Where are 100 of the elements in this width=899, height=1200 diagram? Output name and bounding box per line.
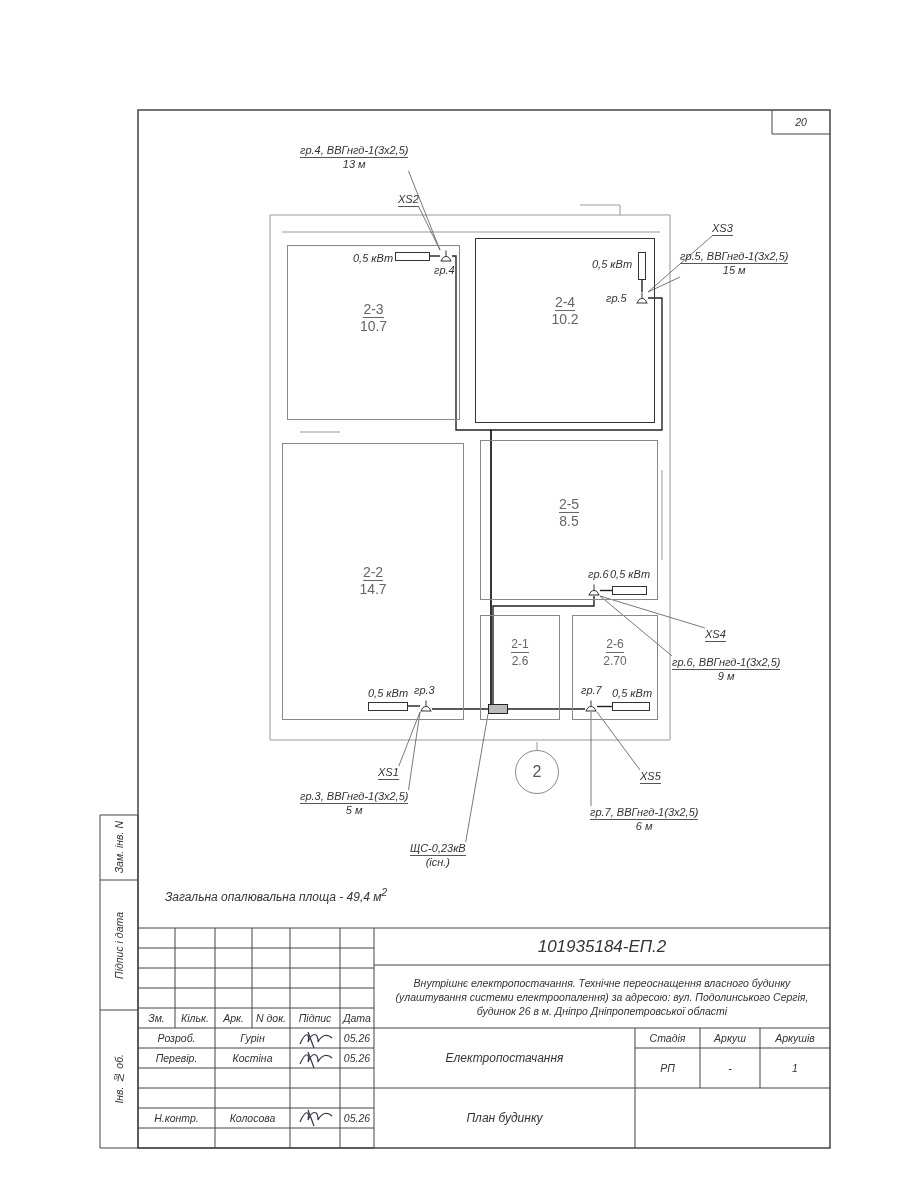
stamp-label: Зам. інв. N [113,821,125,874]
heater-symbol [612,586,647,595]
group-label: гр.4 [434,264,455,277]
cable-label: гр.6, ВВГнгд-1(3х2,5) [672,656,781,670]
room-number: 2-3 [363,301,384,318]
room-number: 2-6 [606,636,624,653]
wire [429,255,441,257]
room-number: 2-5 [558,496,580,513]
socket-label: XS1 [378,766,399,780]
sheet-title: План будинку [466,1111,543,1125]
room-outline [282,443,464,720]
column-header: Аркушів [775,1032,815,1044]
cable-length: 6 м [634,820,654,833]
leader-line [599,595,673,657]
room-area: 8.5 [559,513,579,529]
power-rating: 0,5 кВт [353,252,394,265]
role-label: Розроб. [157,1032,196,1044]
wire [431,708,489,710]
column-header: Аркуш [714,1032,746,1044]
column-header: Кільк. [181,1012,209,1024]
stamp-label: Підпис і дата [113,911,125,979]
socket-label: XS3 [712,222,733,236]
room-number: 2-4 [554,294,576,311]
cable-length: 5 м [344,804,364,817]
heater-symbol [612,702,650,711]
heater-symbol [638,252,646,280]
power-rating: 0,5 кВт [610,568,651,581]
cable-length: 13 м [341,158,367,171]
leader-line [590,711,592,807]
room-area: 10.7 [359,318,388,334]
room-outline [480,440,658,600]
wire [407,705,421,707]
column-header: Дата [343,1012,371,1024]
stamp-label: Інв. № об. [113,1054,125,1104]
wire [492,595,595,705]
room-area: 2.6 [511,653,529,669]
cable-length: 15 м [721,264,747,277]
person-name: Костіна [232,1052,273,1064]
date-text: 05.26 [343,1052,371,1064]
group-label: гр.6 [588,568,609,581]
heater-symbol [368,702,408,711]
cable-length: 9 м [716,670,736,683]
socket-label: XS4 [705,628,726,642]
room-outline [287,245,460,420]
leader-line [465,713,489,843]
group-label: гр.7 [581,684,602,697]
column-header: Стадія [649,1032,686,1044]
sheet-number: 20 [795,116,807,128]
column-header: Підпис [298,1012,332,1024]
stage-value: РП [660,1062,675,1074]
socket-label: XS5 [640,770,661,784]
heater-symbol [395,252,430,261]
wire [490,297,663,705]
cable-label: гр.3, ВВГнгд-1(3х2,5) [300,790,409,804]
power-rating: 0,5 кВт [612,687,653,700]
column-header: Зм. [148,1012,165,1024]
group-label: гр.5 [606,292,627,305]
column-header: N док. [256,1012,286,1024]
power-rating: 0,5 кВт [368,687,409,700]
room-number: 2-1 [511,636,529,653]
panel-note: (існ.) [424,856,452,869]
date-text: 05.26 [343,1032,371,1044]
project-description: Внутрішнє електропостачання. Технічне переоснащення власного будинку (улаштування системи електроопалення) за адресою: вул. Подолинського Сергія, будинок 26 в м. Дніпро Дніпропетровської області [394,975,810,1018]
cable-label: гр.7, ВВГнгд-1(3х2,5) [590,806,699,820]
room-area: 2.70 [603,653,627,669]
role-label: Перевір. [155,1052,198,1064]
socket-icon [588,584,600,596]
person-name: Гурін [240,1032,265,1044]
area-note: Загальна опалювальна площа - 49,4 м$^{2}$ [165,886,388,904]
cable-label: гр.5, ВВГнгд-1(3х2,5) [680,250,789,264]
room-area: 10.2 [551,311,579,327]
leader-line [408,170,441,251]
section-title: Електропостачання [445,1051,564,1065]
socket-icon [440,250,452,262]
column-header: Арк. [223,1012,244,1024]
room-outline [480,615,560,720]
socket-icon [585,700,597,712]
leader-line [599,595,706,629]
person-name: Колосова [229,1112,276,1124]
leader-line [596,711,641,771]
wire [507,708,586,710]
role-label: Н.контр. [154,1112,199,1124]
room-outline [572,615,658,720]
sheets-value: 1 [792,1062,798,1074]
wire [641,279,643,293]
leader-line [398,711,421,767]
leader-line [647,235,713,293]
panel-label: ЩС-0,23кВ [410,842,466,856]
leader-line [647,276,681,293]
cable-label: гр.4, ВВГнгд-1(3х2,5) [300,144,409,158]
socket-icon [420,700,432,712]
sheet-value: - [728,1062,732,1074]
socket-icon [636,292,648,304]
power-rating: 0,5 кВт [592,258,633,271]
leader-line [408,711,421,791]
drawing-code: 101935184-ЕП.2 [537,936,667,957]
room-area: 14.7 [359,581,387,597]
date-text: 05.26 [343,1112,371,1124]
room-number: 2-2 [362,564,384,581]
room-outline [475,238,655,423]
